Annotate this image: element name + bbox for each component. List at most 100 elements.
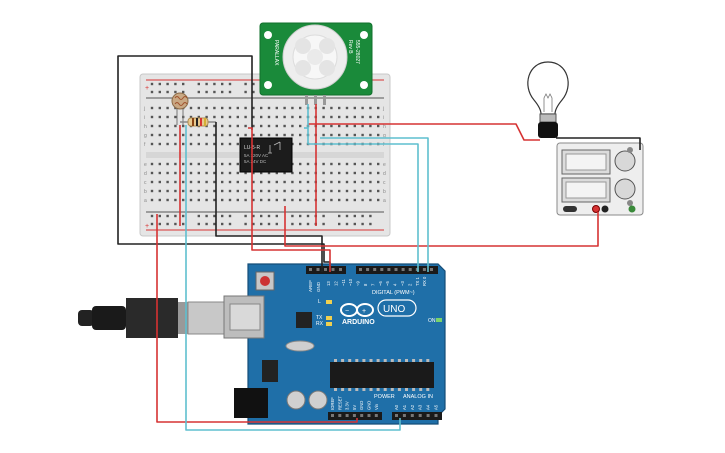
rail-hole <box>353 214 356 218</box>
relay[interactable]: LU-5-R 5A 120V AC 5A 24V DC <box>239 137 293 173</box>
hole <box>228 115 232 119</box>
rail-hole <box>197 82 200 86</box>
hole <box>197 162 200 166</box>
hole <box>377 133 380 137</box>
rail-hole <box>221 90 224 94</box>
digital-pin-label: ~5 <box>385 281 390 286</box>
power-pin-label: GND <box>359 401 364 410</box>
header-pin[interactable] <box>410 414 414 417</box>
hole <box>322 124 325 128</box>
hole <box>228 180 232 184</box>
on-label: ON <box>428 318 436 324</box>
hole <box>345 133 349 137</box>
header-pin[interactable] <box>387 268 391 271</box>
relay-line1: 5A 120V AC <box>244 153 269 158</box>
hole <box>158 171 161 175</box>
hole <box>166 106 169 110</box>
hole <box>166 162 169 166</box>
rail-hole <box>182 214 185 218</box>
hole <box>236 189 239 193</box>
header-pin[interactable] <box>360 414 364 417</box>
header-pin[interactable] <box>422 268 426 271</box>
header-pin[interactable] <box>316 268 320 271</box>
rail-hole <box>197 222 200 226</box>
header-pin[interactable] <box>339 268 342 271</box>
header-pin[interactable] <box>426 414 430 417</box>
header-pin[interactable] <box>324 268 327 271</box>
header-pin[interactable] <box>367 414 371 417</box>
chip-pin <box>369 359 373 362</box>
hole <box>174 171 177 175</box>
header-pin[interactable] <box>408 268 412 271</box>
header-pin[interactable] <box>352 414 356 417</box>
rail-hole <box>369 222 372 226</box>
hole <box>299 189 302 193</box>
header-pin[interactable] <box>402 414 406 417</box>
chip-pin <box>376 388 380 391</box>
wire-red-relay-arduino <box>248 127 331 272</box>
header-pin[interactable] <box>434 414 438 417</box>
hole <box>330 133 333 137</box>
header-pin[interactable] <box>401 268 405 271</box>
hole <box>377 124 380 128</box>
header-pin[interactable] <box>309 268 312 271</box>
rail-hole <box>228 222 232 226</box>
header-pin[interactable] <box>395 414 398 417</box>
rail-hole <box>213 90 216 94</box>
arduino-uno[interactable]: − + ARDUINO UNO DIGITAL (PWM~) POWER ANA… <box>223 263 446 425</box>
photoresistor-icon[interactable] <box>171 92 189 125</box>
hole <box>244 115 247 119</box>
rail-hole <box>205 90 208 94</box>
light-bulb-icon[interactable] <box>527 61 569 138</box>
header-pin[interactable] <box>394 268 398 271</box>
hole <box>213 115 216 119</box>
hole <box>377 198 380 202</box>
hole <box>338 189 341 193</box>
rail-hole <box>291 214 294 218</box>
svg-text:+: + <box>362 308 366 315</box>
chip-pin <box>334 359 337 362</box>
analog-pin-label: A1 <box>402 404 407 410</box>
header-pin[interactable] <box>380 268 384 271</box>
tx-label: TX <box>316 315 323 321</box>
rail-hole <box>345 214 349 218</box>
header-pin[interactable] <box>430 268 433 271</box>
header-pin[interactable] <box>418 414 422 417</box>
header-pin[interactable] <box>345 414 349 417</box>
header-pin[interactable] <box>331 268 335 271</box>
header-pin[interactable] <box>338 414 342 417</box>
hole <box>228 124 232 128</box>
digital-pin-label: ~10 <box>348 278 353 286</box>
rail-hole <box>158 222 161 226</box>
hole <box>345 180 349 184</box>
digital-pin-label: TX 1 <box>415 276 420 286</box>
power-supply[interactable] <box>556 142 644 216</box>
hole <box>213 162 216 166</box>
row-letter: b <box>144 189 147 195</box>
header-pin[interactable] <box>374 414 378 417</box>
rail-hole <box>260 214 263 218</box>
hole <box>189 115 193 119</box>
header-pin[interactable] <box>366 268 370 271</box>
chip-pin <box>341 388 345 391</box>
rail-hole <box>166 222 169 226</box>
hole <box>166 189 169 193</box>
header-pin[interactable] <box>331 414 334 417</box>
hole <box>221 124 224 128</box>
pir-sensor[interactable]: PARALLAX 555-28027 Rev B <box>259 22 373 105</box>
power-switch[interactable] <box>563 206 577 212</box>
rail-hole <box>291 222 294 226</box>
hole <box>275 180 278 184</box>
header-pin[interactable] <box>359 268 362 271</box>
hole <box>205 162 208 166</box>
header-pin[interactable] <box>373 268 377 271</box>
hole <box>353 189 356 193</box>
hole <box>244 171 247 175</box>
chip-pin <box>362 359 366 362</box>
hole <box>330 115 333 119</box>
rail-hole <box>197 90 200 94</box>
hole <box>260 124 263 128</box>
rail-hole <box>205 214 208 218</box>
resistor-icon[interactable] <box>180 117 216 127</box>
hole <box>338 180 341 184</box>
